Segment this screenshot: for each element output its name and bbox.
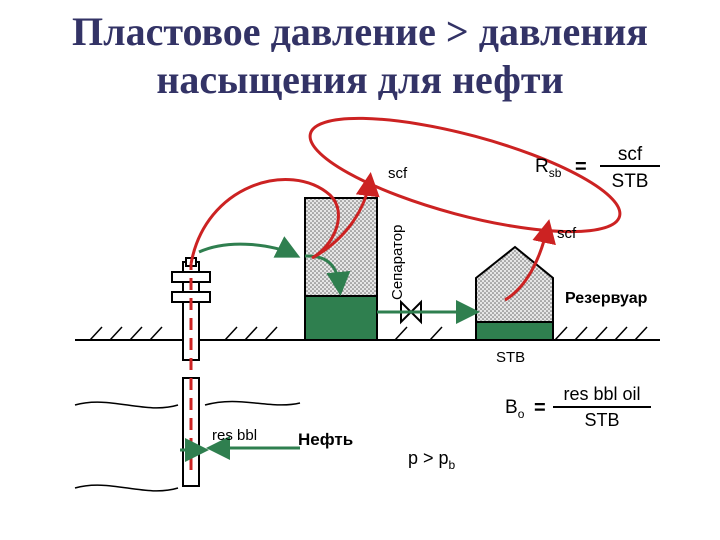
title-line-2: насыщения для нефти bbox=[156, 57, 564, 102]
pressure-text: p > p bbox=[408, 448, 449, 468]
tank-gas-label: scf bbox=[557, 225, 577, 242]
separator-vessel bbox=[304, 197, 378, 341]
slide-title: Пластовое давление > давления насыщения … bbox=[0, 8, 720, 104]
res-bbl-label: res bbl bbox=[212, 427, 257, 444]
bo-formula: Bo = res bbl oil STB bbox=[505, 384, 651, 430]
bo-symbol: B bbox=[505, 397, 518, 418]
oil-flow-paths bbox=[180, 236, 480, 462]
reservoir-strata bbox=[74, 400, 301, 492]
wellbore bbox=[171, 257, 211, 487]
svg-text:Bo: Bo bbox=[505, 397, 525, 421]
rsb-formula: Rsb = scf STB bbox=[535, 144, 660, 192]
bo-equals: = bbox=[534, 397, 546, 419]
tank-label: Резервуар bbox=[565, 290, 648, 307]
svg-text:Rsb: Rsb bbox=[535, 156, 562, 180]
pressure-relation: p > pb bbox=[408, 448, 456, 472]
rsb-numerator: scf bbox=[618, 144, 643, 165]
pressure-subscript: b bbox=[449, 458, 456, 472]
bo-denominator: STB bbox=[584, 410, 619, 430]
stb-label: STB bbox=[496, 349, 525, 366]
separator-gas-label: scf bbox=[388, 165, 408, 182]
bo-subscript: o bbox=[518, 407, 525, 421]
gas-ellipse bbox=[308, 116, 622, 234]
separator-label: Сепаратор bbox=[389, 225, 406, 300]
rsb-subscript: sb bbox=[549, 166, 562, 180]
rsb-denominator: STB bbox=[612, 171, 649, 192]
gas-flow-paths bbox=[189, 172, 556, 302]
rsb-equals: = bbox=[575, 156, 587, 178]
rsb-symbol: R bbox=[535, 156, 549, 177]
oil-label: Нефть bbox=[298, 430, 353, 449]
bo-numerator: res bbl oil bbox=[563, 384, 640, 404]
title-line-1: Пластовое давление > давления bbox=[72, 9, 648, 54]
